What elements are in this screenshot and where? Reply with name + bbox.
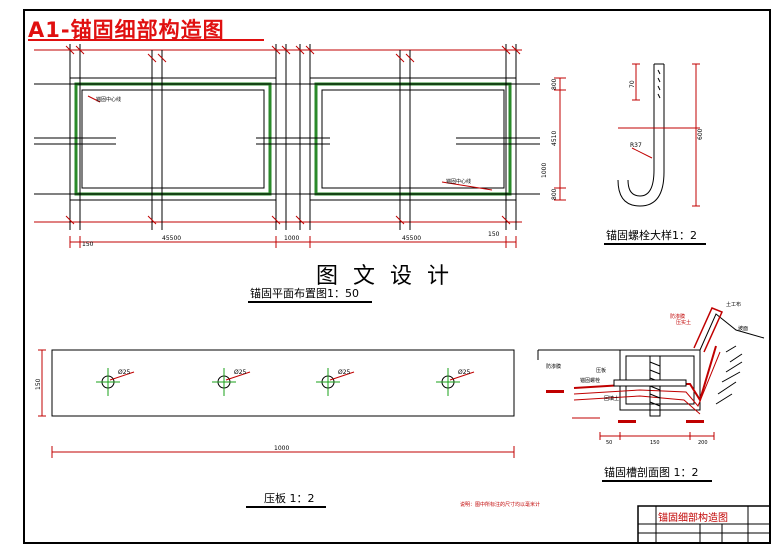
plate-hole-label: Ø25 [458, 369, 471, 376]
drawing-note: 说明：图中所标注的尺寸均以毫米计 [460, 501, 540, 508]
section-label-side: 坡面 [738, 325, 748, 332]
watermark-text: 图 文 设 计 [316, 264, 453, 289]
plan-center-line-label: 锚固中心线 [96, 96, 121, 103]
plan-center-line-label-2: 锚固中心线 [446, 178, 471, 185]
section-label-soil: 回填土 [604, 395, 619, 402]
plate-view: Ø25 Ø25 Ø25 Ø25 150 1000 压板 1：2 [35, 349, 515, 508]
plan-dim-r4: 800 [551, 188, 558, 200]
section-label-mid: 防渗膜 [670, 313, 685, 320]
plate-hole-label: Ø25 [338, 369, 351, 376]
plan-dim-span-1: 45500 [162, 235, 181, 242]
bolt-dim-top: 70 [629, 80, 636, 88]
section-label-liner: 防渗膜 [546, 363, 561, 370]
bolt-dim-radius: R37 [630, 142, 642, 149]
section-dim-b: 150 [650, 440, 660, 446]
plate-hole: Ø25 [316, 368, 355, 396]
plate-dim-height: 150 [35, 378, 42, 390]
plan-dim-r1: 800 [551, 78, 558, 90]
bolt-caption: 锚固螺栓大样1：2 [606, 228, 697, 242]
section-caption: 锚固槽剖面图 1：2 [604, 465, 699, 479]
title-block: 锚固细部构造图 [637, 505, 771, 544]
sheet-title-underline [28, 39, 264, 41]
plate-hole-label: Ø25 [118, 369, 131, 376]
title-block-title: 锚固细部构造图 [658, 511, 728, 524]
plan-dim-r2: 4510 [551, 131, 558, 146]
plan-view: 150 45500 1000 45500 150 800 4510 1000 8… [34, 44, 566, 303]
plate-hole: Ø25 [96, 368, 135, 396]
plate-hole: Ø25 [212, 368, 251, 396]
plate-hole: Ø25 [436, 368, 475, 396]
plan-caption: 锚固平面布置图1：50 [250, 286, 359, 300]
plan-dim-r3: 1000 [541, 163, 548, 178]
section-dim-a: 50 [606, 440, 612, 446]
section-label-bolt: 锚固螺栓 [580, 377, 600, 384]
bolt-detail: 70 600 R37 锚固螺栓大样1：2 [604, 63, 706, 245]
plan-dim-span-2: 45500 [402, 235, 421, 242]
plan-dim-right-small: 150 [488, 231, 500, 238]
plate-hole-label: Ø25 [234, 369, 247, 376]
section-view: 防渗膜 压板 锚固螺栓 回填土 土工布 防渗膜 压实土 坡面 50 150 20… [537, 301, 765, 482]
section-label-plate: 压板 [596, 367, 606, 374]
sheet-title: A1-锚固细部构造图 [28, 18, 225, 42]
section-dim-c: 200 [698, 440, 708, 446]
sheet-border [23, 9, 771, 544]
plate-dim-length: 1000 [274, 445, 289, 452]
plan-dim-middle: 1000 [284, 235, 299, 242]
section-label-layer: 压实土 [676, 319, 691, 326]
bolt-dim-height: 600 [697, 128, 704, 140]
plan-dim-left-small: 150 [82, 241, 94, 248]
section-label-top: 土工布 [726, 301, 741, 308]
plate-caption: 压板 1：2 [264, 491, 315, 505]
